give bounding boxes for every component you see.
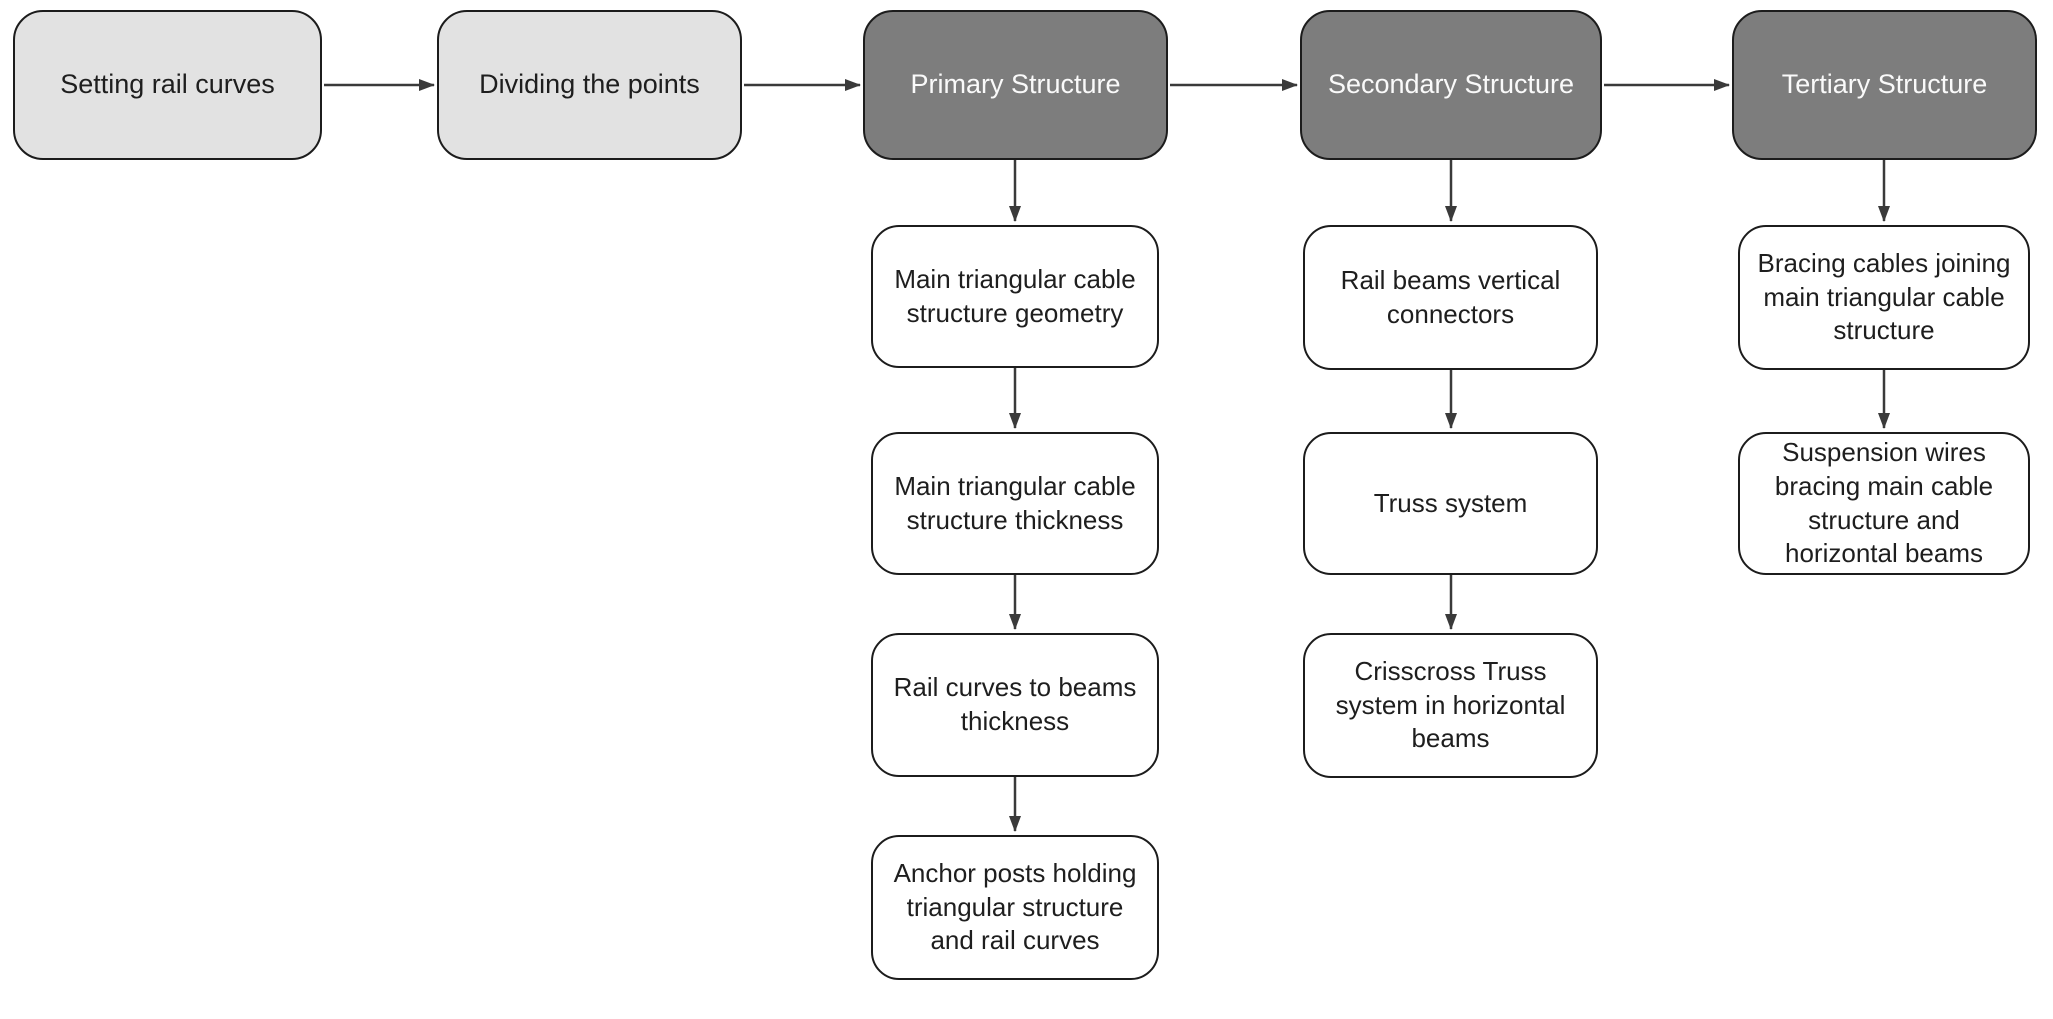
step-main-cable-thickness: Main triangular cable structure thicknes… — [871, 432, 1159, 575]
stage-tertiary-structure: Tertiary Structure — [1732, 10, 2037, 160]
step-rail-beams-connectors: Rail beams vertical connectors — [1303, 225, 1598, 370]
step-main-cable-geometry: Main triangular cable structure geometry — [871, 225, 1159, 368]
step-crisscross-truss: Crisscross Truss system in horizontal be… — [1303, 633, 1598, 778]
stage-primary-structure: Primary Structure — [863, 10, 1168, 160]
step-bracing-cables: Bracing cables joining main triangular c… — [1738, 225, 2030, 370]
stage-dividing-the-points: Dividing the points — [437, 10, 742, 160]
step-truss-system: Truss system — [1303, 432, 1598, 575]
step-rail-curves-beams-thickness: Rail curves to beams thickness — [871, 633, 1159, 777]
step-anchor-posts: Anchor posts holding triangular structur… — [871, 835, 1159, 980]
stage-secondary-structure: Secondary Structure — [1300, 10, 1602, 160]
step-suspension-wires: Suspension wires bracing main cable stru… — [1738, 432, 2030, 575]
stage-setting-rail-curves: Setting rail curves — [13, 10, 322, 160]
